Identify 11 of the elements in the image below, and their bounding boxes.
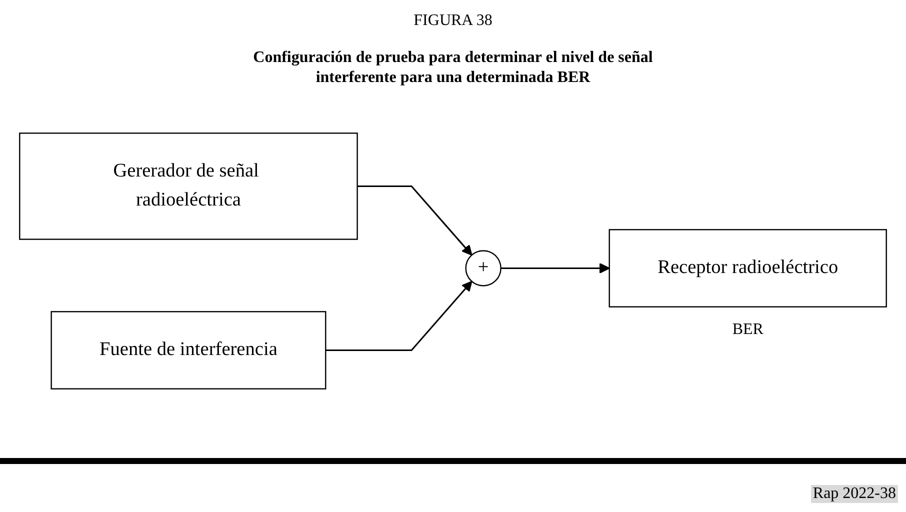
figure-title: FIGURA 38 [412,12,494,30]
node-box: Receptor radioeléctrico [608,229,887,308]
node-box: Gererador de señal radioeléctrica [19,132,358,240]
node-box: Fuente de interferencia [50,311,326,390]
node-note: BER [732,320,764,339]
reference-code: Rap 2022-38 [810,485,898,503]
arrow [500,262,610,274]
node-circle: + [465,250,502,286]
arrow [357,185,472,256]
figure-heading: Configuración de prueba para determinar el nivel de señal interferente para una determinada BER [252,48,654,88]
arrow [326,280,472,352]
